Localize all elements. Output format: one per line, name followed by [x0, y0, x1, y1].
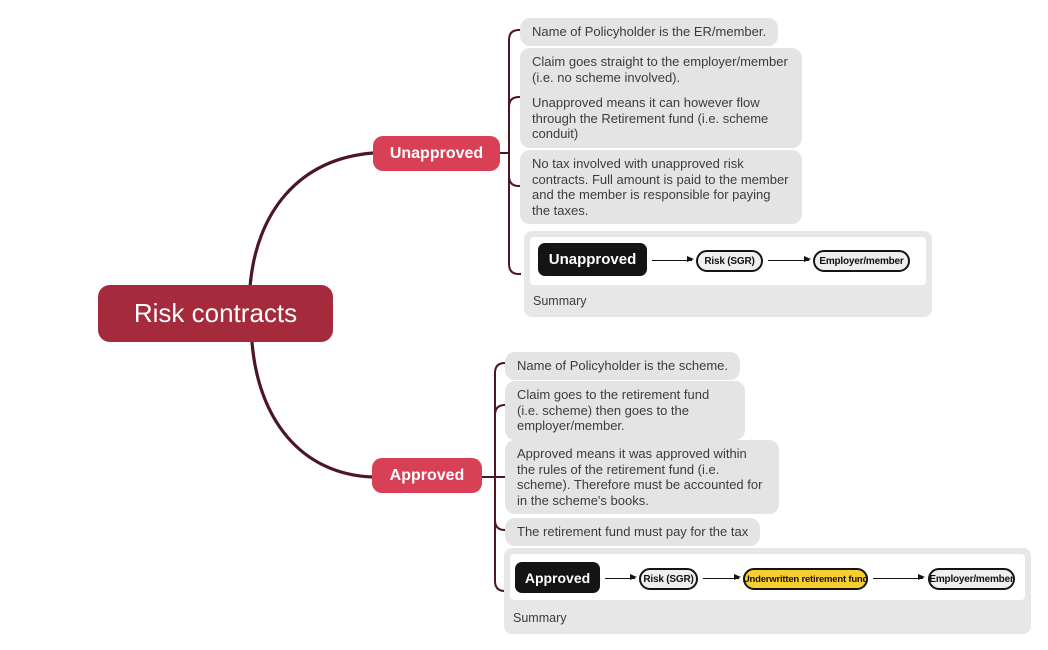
note-approved-rules[interactable]: Approved means it was approved within th…: [505, 440, 779, 514]
flow-node-risk-sgr: Risk (SGR): [696, 250, 763, 272]
summary-image-approved: Approved Risk (SGR) Underwritten retirem…: [510, 554, 1025, 600]
note-approved-claim-flow[interactable]: Claim goes to the retirement fund (i.e. …: [505, 381, 745, 440]
flow-node-employer-member: Employer/member: [928, 568, 1015, 590]
root-node-label: Risk contracts: [133, 298, 298, 328]
note-unapproved-tax[interactable]: No tax involved with unapproved risk con…: [520, 150, 802, 224]
note-approved-tax[interactable]: The retirement fund must pay for the tax: [505, 518, 761, 546]
branch-connector-approved: [250, 341, 373, 479]
note-unapproved-policyholder[interactable]: Name of Policyholder is the ER/member.: [520, 18, 779, 46]
root-node-risk-contracts[interactable]: Risk contracts: [98, 285, 333, 342]
flow-node-underwritten-retirement-fund: Underwritten retirement fund: [743, 568, 868, 590]
flow-node-unapproved: Unapproved: [538, 243, 647, 276]
summary-attachment-unapproved[interactable]: Unapproved Risk (SGR) Employer/member Su…: [524, 231, 932, 317]
unapproved-child-connectors: [500, 29, 521, 275]
branch-connector-unapproved: [248, 151, 374, 288]
attachment-caption: Summary: [513, 611, 567, 625]
branch-node-unapproved[interactable]: Unapproved: [373, 136, 500, 171]
note-approved-policyholder[interactable]: Name of Policyholder is the scheme.: [505, 352, 740, 380]
branch-node-approved[interactable]: Approved: [372, 458, 482, 493]
branch-node-label: Approved: [389, 466, 465, 484]
branch-node-label: Unapproved: [389, 144, 484, 162]
flow-arrow-icon: [873, 574, 925, 581]
flow-node-risk-sgr: Risk (SGR): [639, 568, 698, 590]
flow-arrow-icon: [605, 574, 637, 581]
flow-arrow-icon: [652, 256, 694, 263]
summary-image-unapproved: Unapproved Risk (SGR) Employer/member: [530, 237, 926, 285]
flow-node-employer-member: Employer/member: [813, 250, 910, 272]
summary-attachment-approved[interactable]: Approved Risk (SGR) Underwritten retirem…: [504, 548, 1031, 634]
flow-node-approved: Approved: [515, 562, 600, 593]
approved-child-connectors: [482, 362, 506, 592]
attachment-caption: Summary: [533, 294, 587, 308]
flow-arrow-icon: [703, 574, 741, 581]
flow-arrow-icon: [768, 256, 811, 263]
note-unapproved-claim-flow[interactable]: Claim goes straight to the employer/memb…: [520, 48, 802, 148]
